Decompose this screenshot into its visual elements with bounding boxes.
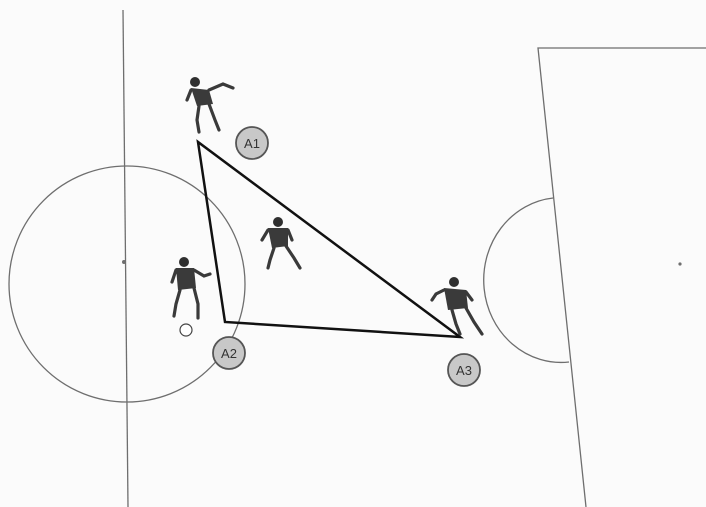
passing-triangle [198,142,460,337]
label-a2-text: A2 [221,346,237,361]
player-a2-icon [172,257,210,318]
label-a1: A1 [236,127,268,159]
opponent-player-icon [262,217,300,268]
halfway-line [123,10,128,507]
label-a3: A3 [448,354,480,386]
penalty-spot [678,262,681,265]
soccer-ball-icon [180,324,192,336]
label-a3-text: A3 [456,363,472,378]
player-a3-icon [432,277,482,334]
penalty-box [538,48,706,507]
pitch-markings [9,10,706,507]
center-spot [122,260,126,264]
label-a1-text: A1 [244,136,260,151]
player-a1-icon [187,77,233,132]
label-a2: A2 [213,337,245,369]
